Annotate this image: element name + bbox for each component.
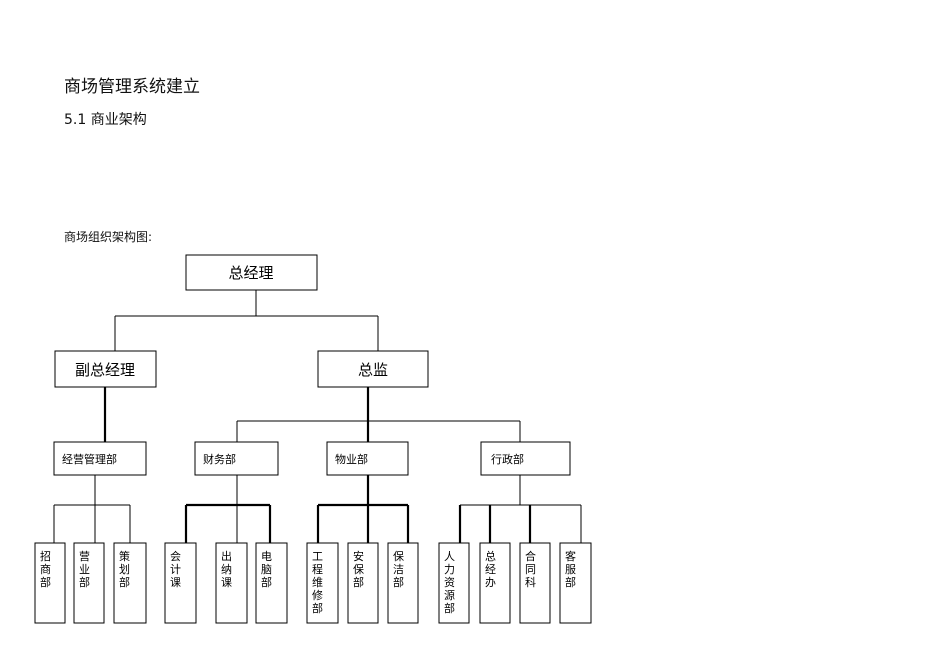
box-deputy-general-manager: 副总经理	[54, 350, 157, 388]
unit-box: 合同科	[519, 542, 551, 624]
unit-box: 保洁部	[387, 542, 419, 624]
unit-label: 电脑部	[261, 550, 272, 589]
unit-box: 出纳课	[215, 542, 248, 624]
unit-box: 工程维修部	[306, 542, 339, 624]
unit-box: 客服部	[559, 542, 592, 624]
unit-label: 总经办	[485, 549, 496, 589]
unit-label: 策划部	[119, 549, 130, 589]
unit-label: 会计课	[170, 550, 181, 589]
unit-box: 总经办	[479, 542, 511, 624]
box-director: 总监	[317, 350, 429, 388]
unit-label: 工程维修部	[312, 550, 323, 615]
unit-boxes: 招商部 营业部 策划部 会计课 出纳课 电脑部 工程维修部 安保部 保洁部 人力资源部 总经办 合同科…	[34, 542, 592, 624]
unit-label: 出纳课	[221, 549, 232, 589]
box-label: 行政部	[491, 452, 524, 466]
box-label: 副总经理	[75, 361, 135, 379]
section-heading: 5.1 商业架构	[64, 112, 147, 128]
box-administration-dept: 行政部	[480, 441, 571, 476]
box-label: 物业部	[335, 452, 368, 466]
box-label: 总经理	[228, 264, 273, 282]
box-label: 经营管理部	[62, 452, 117, 466]
unit-label: 合同科	[525, 549, 536, 589]
box-general-manager: 总经理	[185, 254, 318, 291]
document-title: 商场管理系统建立	[64, 77, 200, 97]
box-label: 财务部	[203, 452, 236, 466]
unit-box: 会计课	[164, 542, 197, 624]
unit-label: 客服部	[565, 549, 576, 589]
box-operations-management-dept: 经营管理部	[53, 441, 147, 476]
box-property-dept: 物业部	[326, 441, 409, 476]
unit-box: 营业部	[73, 542, 105, 624]
unit-box: 人力资源部	[438, 542, 470, 624]
box-label: 总监	[358, 361, 388, 379]
unit-label: 安保部	[353, 549, 364, 589]
unit-label: 营业部	[79, 549, 90, 589]
unit-label: 招商部	[40, 549, 51, 589]
unit-box: 电脑部	[255, 542, 288, 624]
unit-box: 安保部	[347, 542, 379, 624]
unit-box: 招商部	[34, 542, 66, 624]
connector-lines	[53, 290, 582, 543]
diagram-caption: 商场组织架构图:	[64, 230, 153, 244]
unit-label: 保洁部	[393, 549, 404, 589]
unit-label: 人力资源部	[444, 550, 455, 615]
unit-box: 策划部	[113, 542, 147, 624]
box-finance-dept: 财务部	[194, 441, 279, 476]
